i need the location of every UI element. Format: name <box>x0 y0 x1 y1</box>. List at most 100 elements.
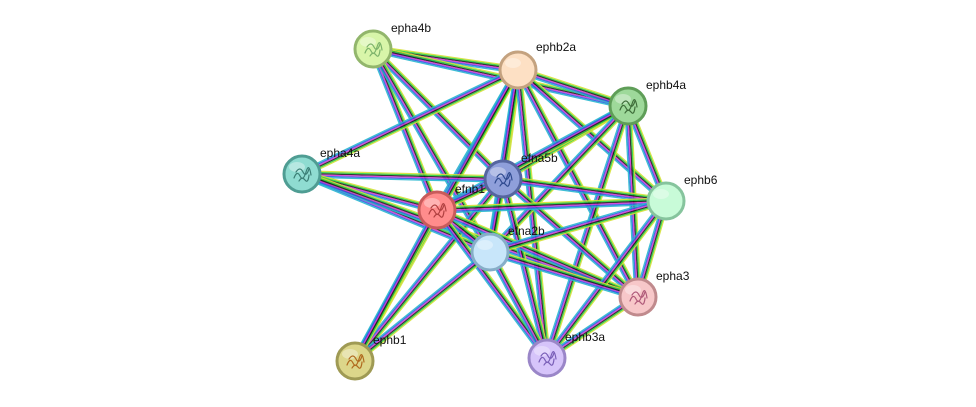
edge-ephb6-efna2b[interactable] <box>488 197 668 256</box>
edge-line <box>516 69 548 359</box>
edge-line <box>516 72 628 110</box>
node-circle <box>483 159 523 199</box>
node-epha3[interactable]: epha3 <box>618 269 690 317</box>
protein-structure-icon <box>293 167 312 182</box>
edge-efnb1-ephb6[interactable] <box>436 197 667 214</box>
nodes-layer: epha4b ephb2a ephb4a epha4a efna5b efnb1 ephb6… <box>282 21 718 381</box>
edge-line <box>543 198 665 357</box>
edge-line <box>517 69 667 202</box>
edge-line <box>546 200 668 359</box>
edge-line <box>355 252 492 363</box>
edge-line <box>370 49 436 211</box>
edge-line <box>516 70 666 203</box>
node-label: epha3 <box>656 269 690 283</box>
node-ephb1[interactable]: ephb1 <box>335 333 407 381</box>
edge-line <box>517 69 667 202</box>
node-efnb1[interactable]: efnb1 <box>417 182 485 230</box>
edge-line <box>489 251 549 359</box>
edges-layer <box>300 45 670 364</box>
edge-epha4b-efnb1[interactable] <box>369 47 441 212</box>
node-ephb4a[interactable]: ephb4a <box>608 78 686 126</box>
edge-line <box>301 173 504 181</box>
edge-line <box>351 208 435 360</box>
edge-efna2b-epha3[interactable] <box>488 248 640 301</box>
node-label: efna5b <box>521 151 558 165</box>
edge-line <box>435 209 548 359</box>
node-circle <box>335 341 375 381</box>
edge-line <box>502 178 639 298</box>
node-label: ephb2a <box>536 40 576 54</box>
edge-efnb1-ephb1[interactable] <box>351 208 441 363</box>
edge-line <box>302 171 438 209</box>
edge-efna2b-ephb3a[interactable] <box>486 250 551 360</box>
node-ephb3a[interactable]: ephb3a <box>527 330 605 378</box>
edge-line <box>489 250 639 298</box>
edge-line <box>357 211 441 363</box>
edge-efna5b-ephb6[interactable] <box>502 175 667 205</box>
protein-structure-icon <box>428 203 447 218</box>
node-epha4b[interactable]: epha4b <box>353 21 431 69</box>
edge-line <box>504 108 630 183</box>
edge-epha4b-efna5b[interactable] <box>370 46 506 182</box>
edge-line <box>546 105 630 359</box>
edge-ephb6-ephb3a[interactable] <box>543 198 670 361</box>
edge-ephb2a-epha4a[interactable] <box>300 66 520 178</box>
node-label: ephb6 <box>684 173 718 187</box>
node-efna2b[interactable]: efna2b <box>470 224 545 272</box>
node-circle <box>527 338 567 378</box>
edge-line <box>504 176 641 296</box>
edge-line <box>371 49 503 181</box>
edge-efna5b-epha3[interactable] <box>500 176 641 300</box>
edge-line <box>489 199 667 253</box>
protein-structure-icon <box>364 42 383 57</box>
node-circle <box>646 181 686 221</box>
node-efna5b[interactable]: efna5b <box>483 151 558 199</box>
edge-line <box>489 253 638 300</box>
edge-line <box>515 70 637 299</box>
node-label: epha4a <box>320 146 360 160</box>
node-label: ephb4a <box>646 78 686 92</box>
edge-line <box>544 199 666 358</box>
edge-line <box>356 210 440 363</box>
edge-epha4a-efna5b[interactable] <box>301 170 504 183</box>
node-circle <box>618 277 658 317</box>
node-circle <box>282 154 322 194</box>
edge-line <box>303 72 520 178</box>
protein-structure-icon <box>619 99 638 114</box>
edge-line <box>545 200 667 359</box>
node-ephb2a[interactable]: ephb2a <box>498 40 576 90</box>
edge-line <box>488 197 666 250</box>
edge-line <box>301 176 503 183</box>
edge-efna2b-ephb1[interactable] <box>352 249 493 364</box>
edge-line <box>436 200 667 212</box>
edge-line <box>435 102 627 208</box>
edge-line <box>503 177 640 297</box>
edge-line <box>436 209 549 359</box>
edge-line <box>490 203 668 256</box>
edge-ephb4a-ephb3a[interactable] <box>543 104 632 360</box>
node-epha4a[interactable]: epha4a <box>282 146 360 194</box>
edge-line <box>547 201 669 360</box>
node-circle <box>608 86 648 126</box>
edge-line <box>502 177 667 202</box>
edge-line <box>371 48 438 211</box>
edge-line <box>302 171 504 178</box>
edge-line <box>545 105 629 359</box>
edge-line <box>302 71 520 177</box>
node-highlight <box>477 240 493 250</box>
edge-line <box>503 176 667 200</box>
edge-line <box>302 170 504 177</box>
edge-ephb2a-ephb6[interactable] <box>515 67 669 204</box>
edge-line <box>354 209 439 362</box>
edge-line <box>354 251 491 362</box>
edge-line <box>518 66 630 104</box>
edge-line <box>434 210 547 360</box>
edge-line <box>435 103 628 209</box>
node-ephb6[interactable]: ephb6 <box>646 173 718 221</box>
edge-line <box>301 175 503 182</box>
edge-line <box>300 67 518 173</box>
protein-structure-icon <box>346 354 365 369</box>
node-label: efnb1 <box>455 182 485 196</box>
edge-line <box>543 104 626 358</box>
